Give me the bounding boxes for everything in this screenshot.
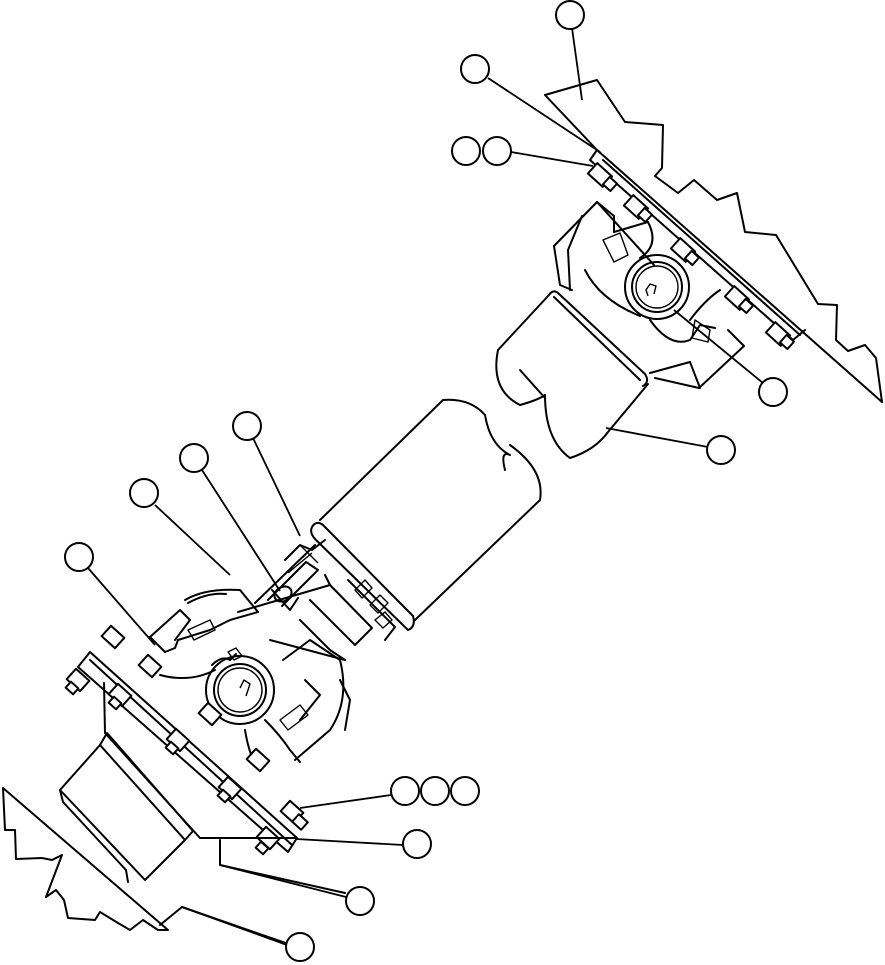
leader-lines <box>87 27 764 946</box>
upper-u-joint <box>553 201 745 389</box>
bolt-icon <box>64 667 91 696</box>
lower-flange-bolts <box>64 624 309 856</box>
bolt-icon <box>107 682 133 711</box>
callout-lower-bracket <box>285 932 315 962</box>
upper-flange-bolts <box>586 162 796 351</box>
callout-lower-flange <box>402 829 432 859</box>
callout-upper-bolts-a <box>451 136 481 166</box>
bolt-icon <box>100 624 126 650</box>
bolt-icon <box>197 701 223 727</box>
callout-lower-bolts-c <box>450 776 480 806</box>
callout-slip-yoke <box>129 478 159 508</box>
grease-fitting <box>271 585 299 611</box>
callout-grease-fitting <box>179 443 209 473</box>
bolt-icon <box>137 653 163 679</box>
bolt-icon <box>216 775 243 804</box>
callout-upper-bolts-b <box>482 136 512 166</box>
callout-lower-bolts-b <box>420 776 450 806</box>
bolt-icon <box>622 194 654 224</box>
callout-upper-bracket <box>555 0 585 30</box>
bolt-icon <box>669 237 701 267</box>
slip-yoke <box>237 539 396 661</box>
callouts <box>64 0 788 962</box>
bolt-icon <box>764 321 796 351</box>
bolt-icon <box>245 747 271 773</box>
shaft-tube-lower <box>310 398 542 631</box>
bolt-icon <box>164 727 191 756</box>
lower-mount-bracket <box>2 787 298 948</box>
callout-upper-ujoint <box>758 377 788 407</box>
callout-lower-housing <box>345 886 375 916</box>
callout-seal <box>232 411 262 441</box>
shaft-tube-upper <box>495 290 649 459</box>
callout-upper-flange <box>460 54 490 84</box>
bolt-icon <box>279 799 309 831</box>
callout-lower-ujoint <box>64 542 94 572</box>
bolt-icon <box>723 285 755 315</box>
lower-housing <box>59 682 346 894</box>
bolt-icon <box>586 162 619 193</box>
callout-lower-bolts-a <box>390 776 420 806</box>
callout-shaft-tube <box>706 435 736 465</box>
upper-mount-bracket <box>544 79 883 403</box>
